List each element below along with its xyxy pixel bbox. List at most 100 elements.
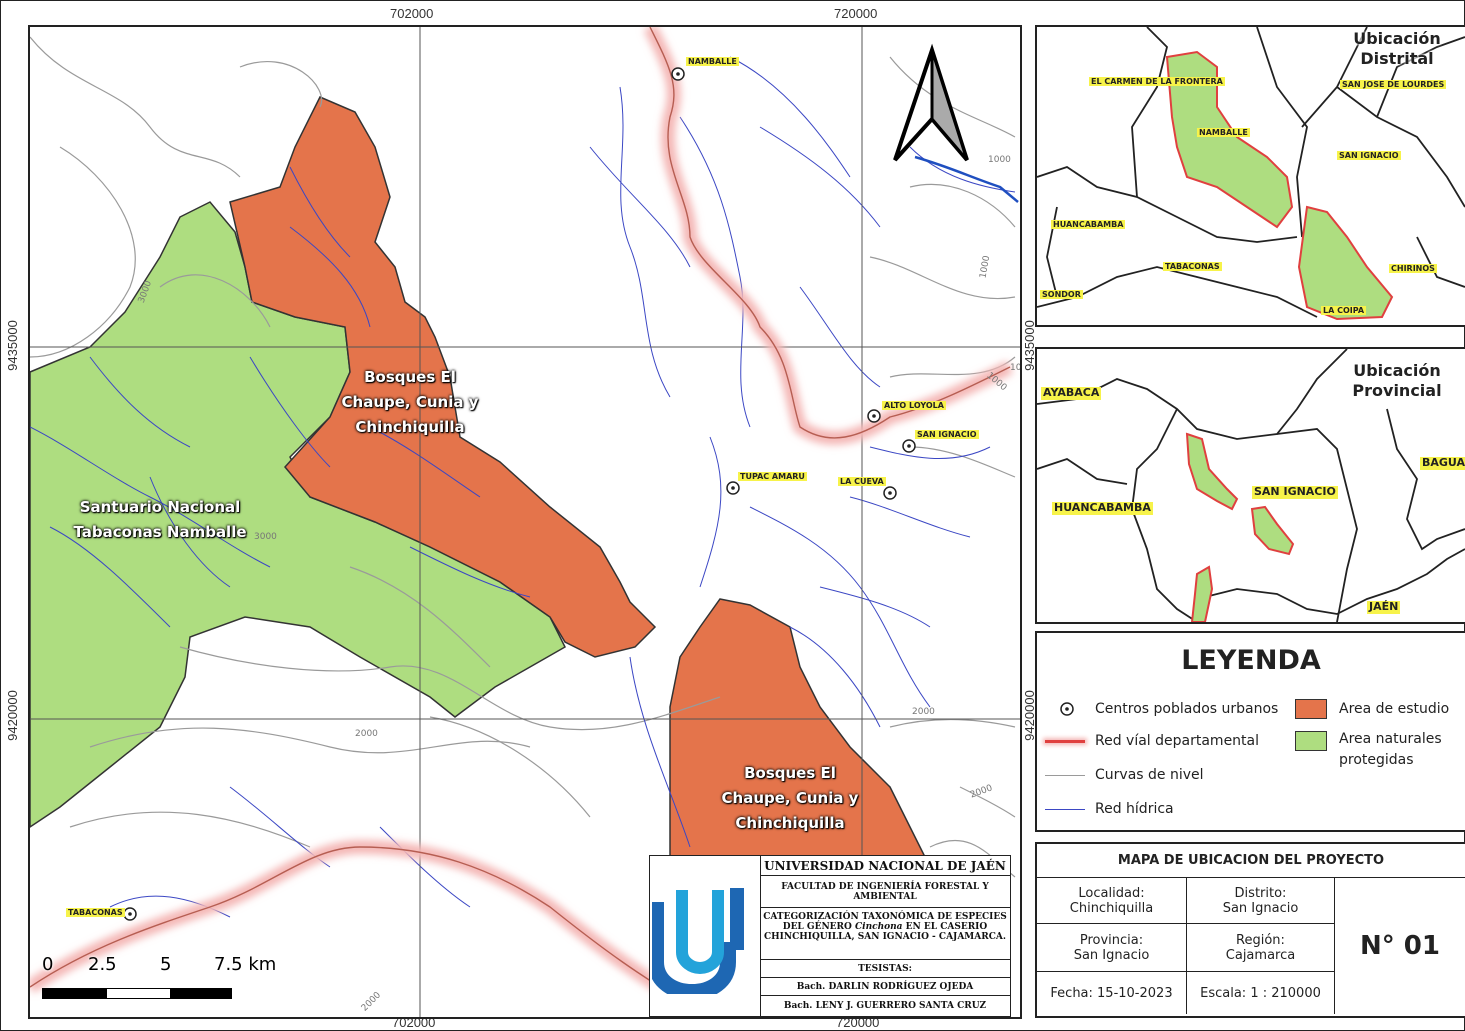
inset-distrital-label: SONDOR (1040, 290, 1083, 300)
faculty-name: FACULTAD DE INGENIERÍA FORESTAL Y AMBIEN… (760, 876, 1010, 908)
contour-label: 3000 (254, 532, 277, 542)
map-number: N° 01 (1360, 931, 1440, 961)
inset-distrital-label: LA COIPA (1321, 306, 1367, 316)
provincia-value: San Ignacio (1073, 947, 1150, 963)
point-symbol-icon (1060, 702, 1074, 716)
main-map[interactable]: NAMBALLE ALTO LOYOLA SAN IGNACIO TUPAC A… (28, 25, 1022, 1019)
study-area-label-north: Bosques El Chaupe, Cunia y Chinchiquilla (341, 368, 479, 436)
coord-x-top-2: 720000 (834, 6, 878, 21)
inset-distrital-title: Ubicación Distrital (1353, 29, 1441, 68)
place-label: LA CUEVA (838, 477, 886, 487)
scale-segment (106, 988, 172, 999)
fecha-cell: Fecha: 15-10-2023 (1037, 972, 1187, 1014)
inset-provincial-title: Ubicación Provincial (1352, 361, 1442, 400)
coord-y-left-1: 9435000 (4, 320, 20, 371)
protected-area-swatch (1295, 731, 1327, 751)
localidad-value: Chinchiquilla (1069, 900, 1154, 916)
place-label: ALTO LOYOLA (882, 401, 946, 411)
region-value: Cajamarca (1225, 947, 1296, 963)
scale-segment (170, 988, 232, 999)
place-label: SAN IGNACIO (915, 430, 979, 440)
legend-label: Red víal departamental (1095, 733, 1260, 749)
inset-distrital-label: SAN JOSE DE LOURDES (1340, 80, 1447, 90)
logo-divider (760, 856, 761, 1016)
institution-box: UNIVERSIDAD NACIONAL DE JAÉN FACULTAD DE… (649, 855, 1011, 1017)
populated-points (123, 67, 916, 921)
inset-provincial-svg (1037, 349, 1465, 622)
study-area-swatch (1295, 699, 1327, 719)
localidad-cell: Localidad: Chinchiquilla (1037, 878, 1187, 924)
inset-distrital-label: CHIRINOS (1389, 264, 1437, 274)
inset-distrital-label: HUANCABAMBA (1051, 220, 1126, 230)
place-label: TUPAC AMARU (738, 472, 807, 482)
legend-label: Red hídrica (1095, 801, 1174, 817)
inset-provincial-label: HUANCABAMBA (1052, 501, 1153, 515)
contour-label: 1000 (1010, 363, 1022, 373)
thesis-genus: Cinchona (854, 922, 903, 932)
legend-label: Curvas de nivel (1095, 767, 1204, 783)
study-area-south (669, 598, 931, 888)
legend-panel: LEYENDA Centros poblados urbanos Area de… (1035, 631, 1465, 832)
north-arrow (893, 43, 969, 162)
place-label: TABACONAS (66, 908, 125, 918)
scale-label: 2.5 (88, 954, 117, 975)
legend-item-areas-naturales: Area naturales protegidas (1295, 729, 1449, 771)
main-map-svg (30, 27, 1020, 1017)
inset-provincial-study-2 (1190, 565, 1214, 622)
title-block: MAPA DE UBICACION DEL PROYECTO Localidad… (1035, 842, 1465, 1018)
thesis-title: CATEGORIZACIÓN TAXONÓMICA DE ESPECIES DE… (760, 908, 1010, 960)
legend-label: Centros poblados urbanos (1095, 701, 1279, 717)
thesis-title-part1: CATEGORIZACIÓN TAXONÓMICA DE ESPECIES DE… (763, 912, 1007, 932)
rivers (30, 56, 1016, 918)
inset-provincial-label: SAN IGNACIO (1252, 485, 1338, 499)
legend-title: LEYENDA (1181, 645, 1321, 676)
legend-item-red-hidrica: Red hídrica (1045, 801, 1174, 817)
scale-bar: 0 2.5 5 7.5 km (42, 952, 282, 1007)
legend-item-curvas: Curvas de nivel (1045, 767, 1204, 783)
scale-segment (42, 988, 108, 999)
contour-label: 2000 (355, 729, 378, 739)
major-river (914, 155, 1019, 203)
inset-provincial[interactable]: Ubicación Provincial AYABACA BAGUA HUANC… (1035, 347, 1465, 624)
university-name: UNIVERSIDAD NACIONAL DE JAÉN (760, 856, 1010, 876)
river-swatch (1045, 808, 1085, 810)
distrito-cell: Distrito: San Ignacio (1187, 878, 1335, 924)
legend-item-area-estudio: Area de estudio (1295, 699, 1449, 719)
contour-label: 2000 (912, 707, 935, 717)
inset-distrital-label: SAN IGNACIO (1337, 151, 1401, 161)
inset-provincial-label: AYABACA (1041, 386, 1102, 400)
inset-distrital-svg (1037, 27, 1465, 321)
authors-title: TESISTAS: (760, 960, 1010, 978)
inset-provincial-label: BAGUA (1420, 456, 1465, 470)
region-cell: Región: Cajamarca (1187, 924, 1335, 972)
escala-cell: Escala: 1 : 210000 (1187, 972, 1335, 1014)
coord-y-left-2: 9420000 (4, 690, 20, 741)
coord-x-top-1: 702000 (390, 6, 434, 21)
study-area-label-south: Bosques El Chaupe, Cunia y Chinchiquilla (721, 764, 859, 832)
inset-distrital-label: EL CARMEN DE LA FRONTERA (1089, 77, 1225, 87)
scale-label: 7.5 km (214, 954, 277, 975)
inset-provincial-protected (1185, 432, 1239, 511)
legend-item-red-vial: Red víal departamental (1045, 733, 1259, 749)
author-2: Bach. LENY J. GUERRERO SANTA CRUZ (783, 1001, 987, 1011)
contours (30, 36, 1016, 878)
inset-distrital-study (1297, 205, 1394, 321)
thesis-title-part2: EN EL CASERIO CHINCHIQUILLA, SAN IGNACIO… (763, 922, 1007, 942)
protected-area-label: Santuario Nacional Tabaconas Namballe (73, 498, 247, 541)
inset-provincial-label: JAÉN (1367, 600, 1401, 614)
author-1: Bach. DARLIN RODRÍGUEZ OJEDA (760, 978, 1010, 996)
inset-distrital-label: TABACONAS (1163, 262, 1222, 272)
scale-label: 0 (42, 954, 54, 975)
roads (30, 27, 1011, 1017)
legend-label: Area naturales protegidas (1339, 731, 1442, 768)
inset-provincial-study (1250, 505, 1295, 556)
provincia-label: Provincia: (1079, 932, 1144, 948)
road-swatch (1045, 739, 1085, 743)
scale-label: 5 (160, 954, 172, 975)
provincia-cell: Provincia: San Ignacio (1037, 924, 1187, 972)
university-logo-icon (652, 888, 744, 994)
localidad-label: Localidad: (1078, 885, 1145, 901)
inset-distrital-label: NAMBALLE (1197, 128, 1250, 138)
contour-label: 1000 (988, 155, 1011, 165)
inset-distrital[interactable]: Ubicación Distrital EL CARMEN DE LA FRON… (1035, 25, 1465, 327)
